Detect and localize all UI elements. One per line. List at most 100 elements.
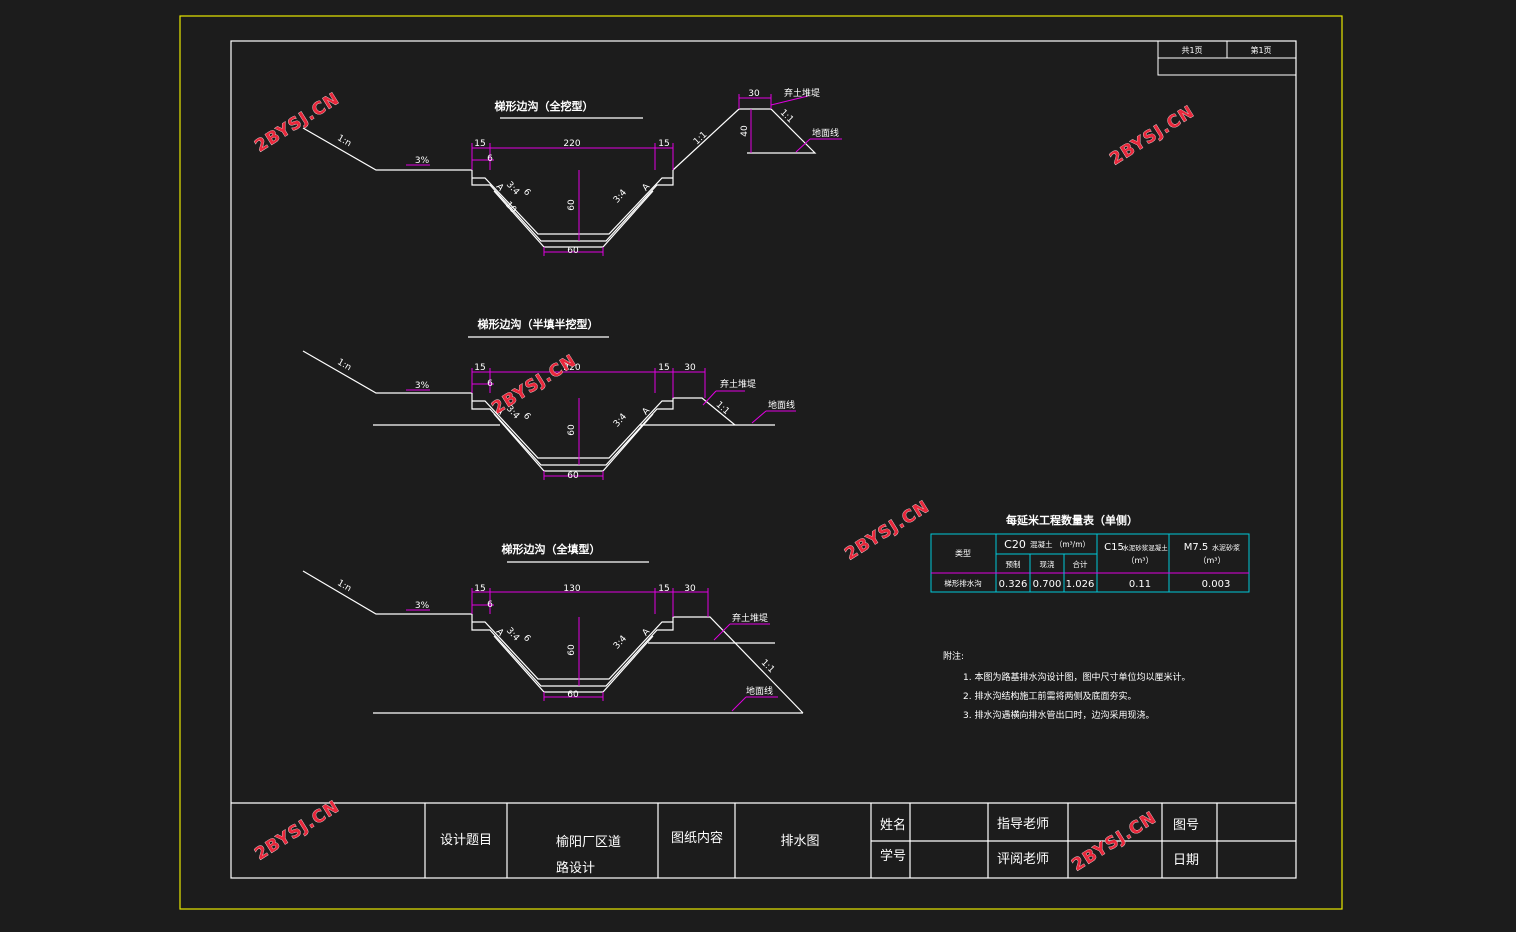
section-full-cut: 梯形边沟（全挖型） 15 6 220 15 60 60 xyxy=(302,87,842,256)
row-total: 1.026 xyxy=(1066,579,1095,590)
dim-wall: 6 xyxy=(521,187,532,198)
watermark-logo: 2BYSJ.CN xyxy=(1068,808,1160,876)
label-a-left: A xyxy=(494,182,506,194)
label-a-right: A xyxy=(641,626,653,638)
berm-width: 30 xyxy=(748,89,760,99)
dim-top-left: 15 xyxy=(474,139,485,149)
c15-sub: 水泥砂浆混凝土 xyxy=(1122,543,1168,552)
note-2: 2. 排水沟结构施工前需将两侧及底面夯实。 xyxy=(963,690,1136,702)
cut-slope-label: 1:1 xyxy=(692,130,709,147)
c20-col-cast: 现浇 xyxy=(1040,559,1056,569)
dim-slope-right: 3:4 xyxy=(612,634,629,652)
m75-unit: （m³） xyxy=(1199,556,1226,565)
dim-bottom: 60 xyxy=(567,246,579,256)
note-1: 1. 本图为路基排水沟设计图，图中尺寸单位均以厘米计。 xyxy=(963,671,1190,683)
drawing-no-label: 图号 xyxy=(1173,818,1199,833)
fill-slope-label: 1:1 xyxy=(759,658,776,675)
fill-label: 弃土堆堤 xyxy=(720,378,756,390)
sheet-number: 第1页 xyxy=(1250,45,1271,55)
design-topic-line1: 榆阳厂区道 xyxy=(556,835,621,850)
dim-slope-left: 3:4 xyxy=(504,180,521,198)
watermark-logo: 2BYSJ.CN xyxy=(1106,102,1198,170)
dim-top-right: 15 xyxy=(658,584,669,594)
fill-label: 弃土堆堤 xyxy=(732,612,768,624)
quantity-table: 每延米工程数量表（单侧） 类型 C20 混凝土 （m³/m） 预制 现浇 合计 … xyxy=(930,513,1250,593)
design-topic-label: 设计题目 xyxy=(440,833,492,848)
row-c15: 0.11 xyxy=(1129,579,1151,590)
advisor-label: 指导老师 xyxy=(997,817,1049,832)
dim-top-right: 15 xyxy=(658,363,669,373)
design-topic-line2: 路设计 xyxy=(556,860,595,876)
m75-sub: 水泥砂浆 xyxy=(1212,543,1240,552)
watermark-logo: 2BYSJ.CN xyxy=(841,497,933,565)
row-m75: 0.003 xyxy=(1202,579,1231,590)
label-a-right: A xyxy=(641,405,653,417)
label-a-left: A xyxy=(494,406,506,418)
ground-slope-label: 1:n xyxy=(335,133,353,149)
watermarks: 2BYSJ.CN 2BYSJ.CN 2BYSJ.CN 2BYSJ.CN 2BYS… xyxy=(251,89,1199,876)
dim-bottom: 60 xyxy=(567,690,579,700)
dim-inner-left: 6 xyxy=(487,154,493,164)
grade-label: 3% xyxy=(415,381,430,391)
section-title: 梯形边沟（全挖型） xyxy=(495,99,594,113)
section-title: 梯形边沟（全填型） xyxy=(502,542,601,556)
dim-inner-left: 6 xyxy=(487,600,493,610)
dim-top-width: 220 xyxy=(563,139,580,149)
row-precast: 0.326 xyxy=(999,579,1028,590)
sheet-number-box: 共1页 第1页 xyxy=(1157,40,1297,76)
fill-slope-label: 1:1 xyxy=(714,400,731,417)
c20-col-precast: 预制 xyxy=(1006,559,1021,569)
ground-label: 地面线 xyxy=(768,399,795,411)
drawing-content-value: 排水图 xyxy=(780,834,819,849)
dim-top-extra: 30 xyxy=(684,363,696,373)
berm-ground-label: 地面线 xyxy=(812,127,839,139)
inner-frame xyxy=(230,40,1297,879)
watermark-logo: 2BYSJ.CN xyxy=(251,89,343,157)
dim-inner-left: 6 xyxy=(487,379,493,389)
date-label: 日期 xyxy=(1173,853,1199,868)
grade-label: 3% xyxy=(415,156,430,166)
notes: 附注: 1. 本图为路基排水沟设计图，图中尺寸单位均以厘米计。 2. 排水沟结构… xyxy=(943,650,1190,721)
dim-top-width: 220 xyxy=(563,363,580,373)
c20-head: C20 xyxy=(1004,538,1026,551)
dim-top-extra: 30 xyxy=(684,584,696,594)
row-type: 梯形排水沟 xyxy=(944,578,982,588)
c15-unit: （m³） xyxy=(1127,556,1154,565)
section-title: 梯形边沟（半填半挖型） xyxy=(478,317,599,331)
student-no-label: 学号 xyxy=(880,848,906,864)
col-type: 类型 xyxy=(955,548,971,558)
drawing-content-label: 图纸内容 xyxy=(671,830,723,846)
section-full-fill: 梯形边沟（全填型） 15 6 130 15 30 60 60 3:4 3:4 6 xyxy=(302,542,804,714)
dim-depth: 60 xyxy=(567,644,577,656)
outer-frame xyxy=(179,15,1343,910)
row-cast: 0.700 xyxy=(1033,579,1062,590)
reviewer-label: 评阅老师 xyxy=(997,852,1049,867)
title-block: 设计题目 榆阳厂区道 路设计 图纸内容 排水图 姓名 学号 指导老师 评阅老师 … xyxy=(231,802,1296,878)
m75-head: M7.5 xyxy=(1184,542,1209,553)
watermark-logo: 2BYSJ.CN xyxy=(251,797,343,865)
dim-wall: 6 xyxy=(521,633,532,644)
note-3: 3. 排水沟遇横向排水管出口时，边沟采用现浇。 xyxy=(963,709,1154,721)
table-title: 每延米工程数量表（单侧） xyxy=(1006,513,1138,527)
watermark-logo: 2BYSJ.CN xyxy=(488,351,580,419)
dim-slope-right: 3:4 xyxy=(612,188,629,206)
section-half-fill-half-cut: 梯形边沟（半填半挖型） 15 6 220 15 30 60 60 3:4 3:4 xyxy=(302,317,796,481)
ground-label: 地面线 xyxy=(746,685,773,697)
c15-head: C15 xyxy=(1104,542,1124,553)
label-a-left: A xyxy=(494,627,506,639)
dim-top-width: 130 xyxy=(563,584,580,594)
dim-wall: 6 xyxy=(521,411,532,422)
c20-sub: 混凝土 （m³/m） xyxy=(1030,539,1090,549)
dim-top-right: 15 xyxy=(658,139,669,149)
dim-bottom: 60 xyxy=(567,471,579,481)
berm-height: 40 xyxy=(740,125,750,137)
c20-col-total: 合计 xyxy=(1073,559,1089,569)
grade-label: 3% xyxy=(415,601,430,611)
sheet-total: 共1页 xyxy=(1181,46,1202,55)
label-a-right: A xyxy=(641,181,653,193)
dim-depth: 60 xyxy=(567,424,577,436)
dim-depth: 60 xyxy=(567,199,577,211)
name-label: 姓名 xyxy=(880,817,906,833)
